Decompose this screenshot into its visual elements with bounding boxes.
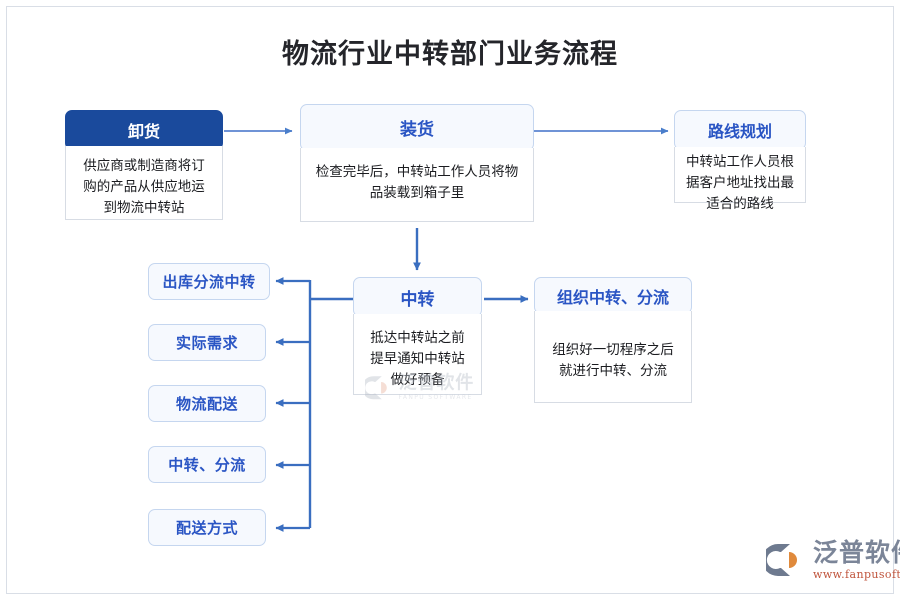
brand-logo: 泛普软件 www.fanpusoft.com bbox=[762, 540, 900, 580]
node-load-header: 装货 bbox=[300, 104, 534, 151]
branch-item-3[interactable]: 物流配送 bbox=[148, 385, 266, 422]
node-transfer-title: 中转 bbox=[400, 289, 435, 310]
fanpu-brand-icon bbox=[762, 542, 806, 578]
node-transfer[interactable]: 中转 抵达中转站之前提早通知中转站做好预备 bbox=[353, 277, 482, 395]
branch-item-2-label: 实际需求 bbox=[175, 334, 238, 352]
brand-text: 泛普软件 www.fanpusoft.com bbox=[813, 540, 900, 580]
page-title: 物流行业中转部门业务流程 bbox=[282, 39, 618, 70]
node-organize[interactable]: 组织中转、分流 组织好一切程序之后就进行中转、分流 bbox=[534, 277, 692, 403]
branch-item-4[interactable]: 中转、分流 bbox=[148, 446, 266, 483]
node-load[interactable]: 装货 检查完毕后，中转站工作人员将物品装载到箱子里 bbox=[300, 104, 534, 222]
branch-item-1-label: 出库分流中转 bbox=[162, 273, 256, 291]
node-load-body: 检查完毕后，中转站工作人员将物品装载到箱子里 bbox=[300, 148, 534, 222]
node-transfer-header: 中转 bbox=[353, 277, 482, 317]
node-organize-header: 组织中转、分流 bbox=[534, 277, 692, 314]
node-unload[interactable]: 卸货 供应商或制造商将订购的产品从供应地运到物流中转站 bbox=[65, 110, 223, 220]
node-transfer-body: 抵达中转站之前提早通知中转站做好预备 bbox=[353, 314, 482, 395]
node-unload-header: 卸货 bbox=[65, 110, 223, 150]
node-route-plan-title: 路线规划 bbox=[707, 122, 772, 141]
node-route-plan[interactable]: 路线规划 中转站工作人员根据客户地址找出最适合的路线 bbox=[674, 110, 806, 212]
node-organize-title: 组织中转、分流 bbox=[556, 287, 669, 307]
branch-item-2[interactable]: 实际需求 bbox=[148, 324, 266, 361]
connector-transfer-branch-bus bbox=[275, 277, 353, 532]
node-unload-title: 卸货 bbox=[127, 122, 160, 141]
node-organize-body: 组织好一切程序之后就进行中转、分流 bbox=[534, 311, 692, 403]
node-route-plan-header: 路线规划 bbox=[674, 110, 806, 150]
brand-name: 泛普软件 bbox=[813, 538, 900, 567]
branch-item-4-label: 中转、分流 bbox=[168, 456, 246, 474]
brand-url: www.fanpusoft.com bbox=[813, 568, 900, 581]
branch-item-5[interactable]: 配送方式 bbox=[148, 509, 266, 546]
node-load-title: 装货 bbox=[400, 120, 434, 140]
node-unload-body: 供应商或制造商将订购的产品从供应地运到物流中转站 bbox=[65, 146, 223, 220]
branch-item-1[interactable]: 出库分流中转 bbox=[148, 263, 270, 300]
branch-item-3-label: 物流配送 bbox=[175, 395, 238, 413]
branch-item-5-label: 配送方式 bbox=[175, 519, 238, 537]
node-route-plan-body: 中转站工作人员根据客户地址找出最适合的路线 bbox=[674, 147, 806, 212]
